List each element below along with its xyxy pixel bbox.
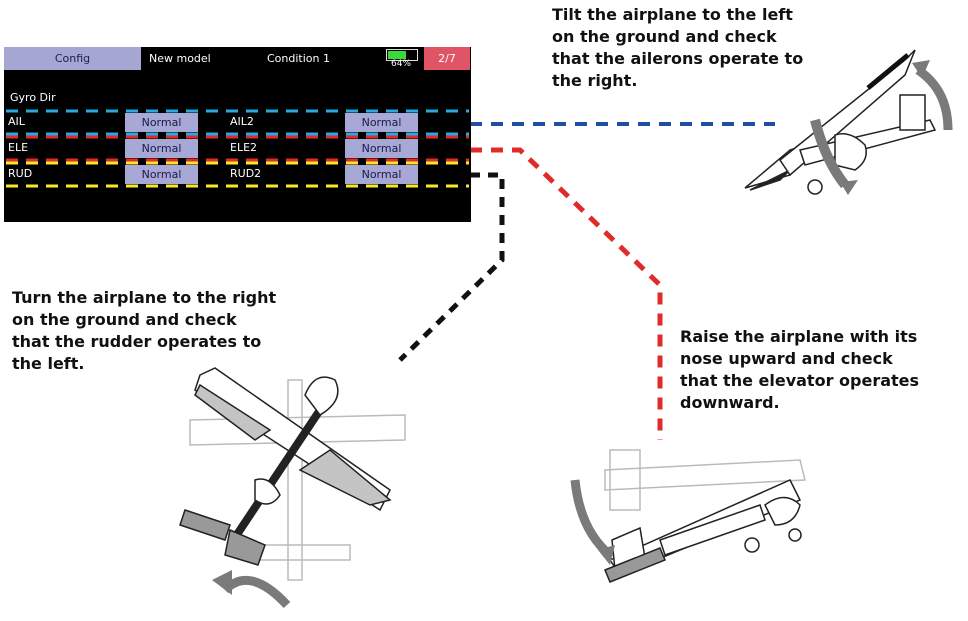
- aileron-instruction: Tilt the airplane to the left on the gro…: [552, 5, 804, 90]
- elevator-connector-line: [470, 147, 663, 440]
- row-label-ail: AIL: [8, 115, 25, 128]
- condition-label: Condition 1: [267, 52, 330, 65]
- ele2-direction-button[interactable]: Normal: [345, 139, 418, 158]
- rudder-airplane-illustration: [179, 367, 406, 609]
- transmitter-screen: Config New model Condition 1 64% 2/7 Gyr…: [4, 47, 471, 222]
- screen-title: Gyro Dir: [10, 91, 56, 104]
- row-label-ele2: ELE2: [230, 141, 258, 154]
- ail-direction-button[interactable]: Normal: [125, 113, 198, 132]
- elevator-airplane-illustration: [570, 449, 806, 583]
- page-indicator[interactable]: 2/7: [424, 47, 470, 70]
- ail2-direction-button[interactable]: Normal: [345, 113, 418, 132]
- model-name: New model: [149, 52, 211, 65]
- aileron-airplane-illustration: [744, 49, 953, 195]
- row-label-rud2: RUD2: [230, 167, 262, 180]
- battery-icon: [386, 49, 418, 61]
- rud-direction-button[interactable]: Normal: [125, 165, 198, 184]
- row-label-rud: RUD: [8, 167, 33, 180]
- elevator-instruction: Raise the airplane with its nose upward …: [680, 327, 920, 412]
- row-label-ail2: AIL2: [230, 115, 254, 128]
- config-tab[interactable]: Config: [4, 47, 141, 70]
- ele-direction-button[interactable]: Normal: [125, 139, 198, 158]
- battery-percent: 64%: [391, 59, 412, 69]
- rudder-connector-line: [398, 172, 505, 362]
- rudder-instruction: Turn the airplane to the right on the gr…: [12, 288, 277, 373]
- row-label-ele: ELE: [8, 141, 29, 154]
- row-highlight-lines: [6, 109, 469, 188]
- rud2-direction-button[interactable]: Normal: [345, 165, 418, 184]
